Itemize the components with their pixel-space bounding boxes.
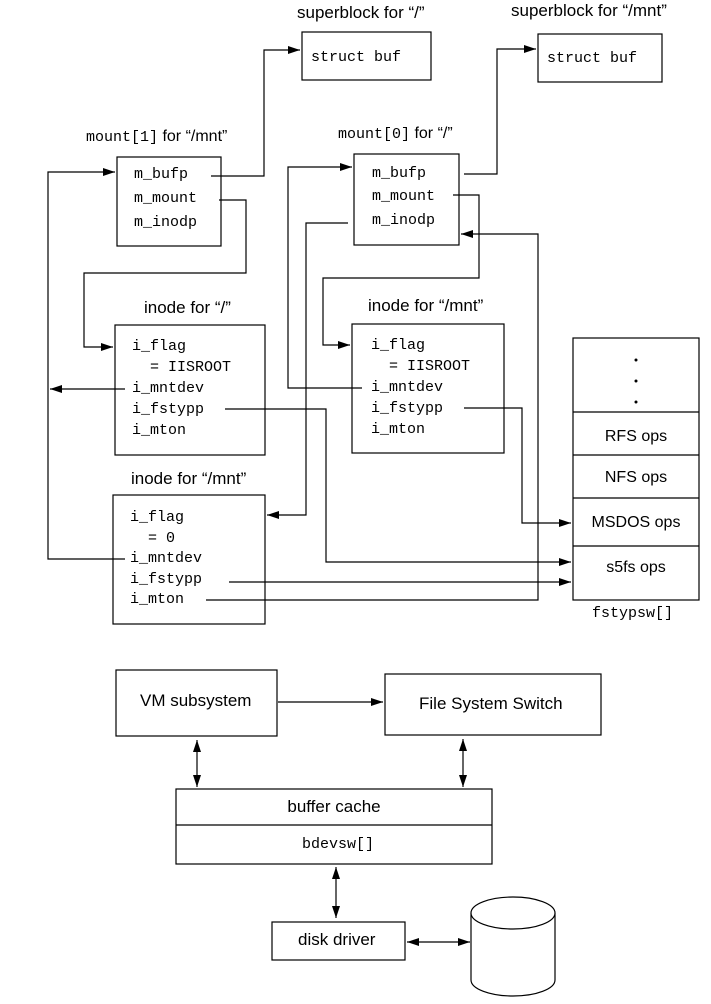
inode-root-field: i_fstypp [132,401,204,418]
inode-mnt-dir: inode for “/mnt” i_flag = 0 i_mntdev i_f… [112,469,266,625]
inode-mnt-dir-field: = 0 [130,530,175,547]
inode-root-field: i_mton [132,422,186,439]
arrow-mount1-bufp [211,46,300,177]
inode-mnt-root-field: = IISROOT [371,358,470,375]
superblock-root: superblock for “/” struct buf [297,3,432,81]
connectors [47,45,571,601]
arrow-mntroot-mntdev [287,163,362,389]
fstypsw-entry: MSDOS ops [592,514,681,531]
inode-mnt-root-field: i_flag [371,337,425,354]
inode-root-field: = IISROOT [132,359,231,376]
inode-mnt-dir-box [112,494,266,625]
mount-1-title-code: mount[1] [86,129,158,146]
vm-subsystem-label: VM subsystem [140,691,251,710]
superblock-mnt-content: struct buf [547,50,637,67]
mount-0-box [353,153,460,246]
buffer-cache-box [175,788,493,865]
ellipsis-dot [634,400,638,404]
fstypsw-label: fstypsw[] [592,605,673,622]
ellipsis-dot [634,379,638,383]
mount-0: mount[0] for “/” m_bufp m_mount m_inodp [338,125,460,246]
disk-driver-label: disk driver [298,930,376,949]
arrow-mount1-mount [83,199,247,351]
superblock-mnt-title: superblock for “/mnt” [511,1,667,20]
superblock-mnt: superblock for “/mnt” struct buf [511,1,667,83]
inode-mnt-root-field: i_fstypp [371,400,443,417]
superblock-root-content: struct buf [311,49,401,66]
buffer-cache-label: buffer cache [287,797,380,816]
mount-0-title-code: mount[0] [338,126,410,143]
superblock-mnt-box [537,33,663,83]
arrow-inode-root-fstypp [225,408,571,566]
vm-subsystem-box [115,669,278,737]
mount-1: mount[1] for “/mnt” m_bufp m_mount m_ino… [86,128,227,247]
bdevsw-label: bdevsw[] [302,836,374,853]
arrow-mount0-inodp [267,222,348,519]
fss-box [384,673,602,736]
inode-mnt-dir-field: i_mntdev [130,550,202,567]
fstypsw-entry: NFS ops [605,469,667,486]
inode-root: inode for “/” i_flag = IISROOT i_mntdev … [114,298,266,456]
inode-mnt-root-field: i_mton [371,421,425,438]
fstypsw-entry: RFS ops [605,428,667,445]
inode-root-title: inode for “/” [144,298,231,317]
arrow-mntdir-mntdev [47,168,125,560]
inode-root-field: i_mntdev [132,380,204,397]
inode-mnt-dir-field: i_mton [130,591,184,608]
mount-1-title: mount[1] for “/mnt” [86,128,227,146]
mount-1-field: m_bufp [134,166,188,183]
inode-mnt-root-title: inode for “/mnt” [368,296,484,315]
mount-1-field: m_inodp [134,214,197,231]
mount-1-title-text: for “/mnt” [158,128,227,145]
architecture-diagram: VM subsystem File System Switch buffer c… [115,669,602,997]
mount-0-field: m_inodp [372,212,435,229]
superblock-root-title: superblock for “/” [297,3,425,22]
fstypsw-table: RFS ops NFS ops MSDOS ops s5fs ops fstyp… [572,337,700,622]
arrow-mount0-mount [322,194,480,349]
arrow-mount0-bufp [464,45,536,175]
fstypsw-entry: s5fs ops [606,559,666,576]
inode-mnt-root-field: i_mntdev [371,379,443,396]
inode-mnt-dir-title: inode for “/mnt” [131,469,247,488]
mount-1-box [116,156,222,247]
mount-0-field: m_bufp [372,165,426,182]
inode-mnt-root-box [351,323,505,454]
inode-root-box [114,324,266,456]
ellipsis-dot [634,358,638,362]
mount-0-field: m_mount [372,188,435,205]
fss-label: File System Switch [419,694,563,713]
disk-icon [470,896,556,997]
mount-0-title-text: for “/” [410,125,453,142]
arrow-mntroot-fstypp [464,407,571,527]
disk-driver-box [271,921,406,961]
inode-mnt-root: inode for “/mnt” i_flag = IISROOT i_mntd… [351,296,505,454]
inode-root-field: i_flag [132,338,186,355]
inode-mnt-dir-field: i_flag [130,509,184,526]
arrow-mntdir-mton [206,230,539,601]
inode-mnt-dir-field: i_fstypp [130,571,202,588]
mount-0-title: mount[0] for “/” [338,125,453,143]
superblock-root-box [301,31,432,81]
mount-1-field: m_mount [134,190,197,207]
